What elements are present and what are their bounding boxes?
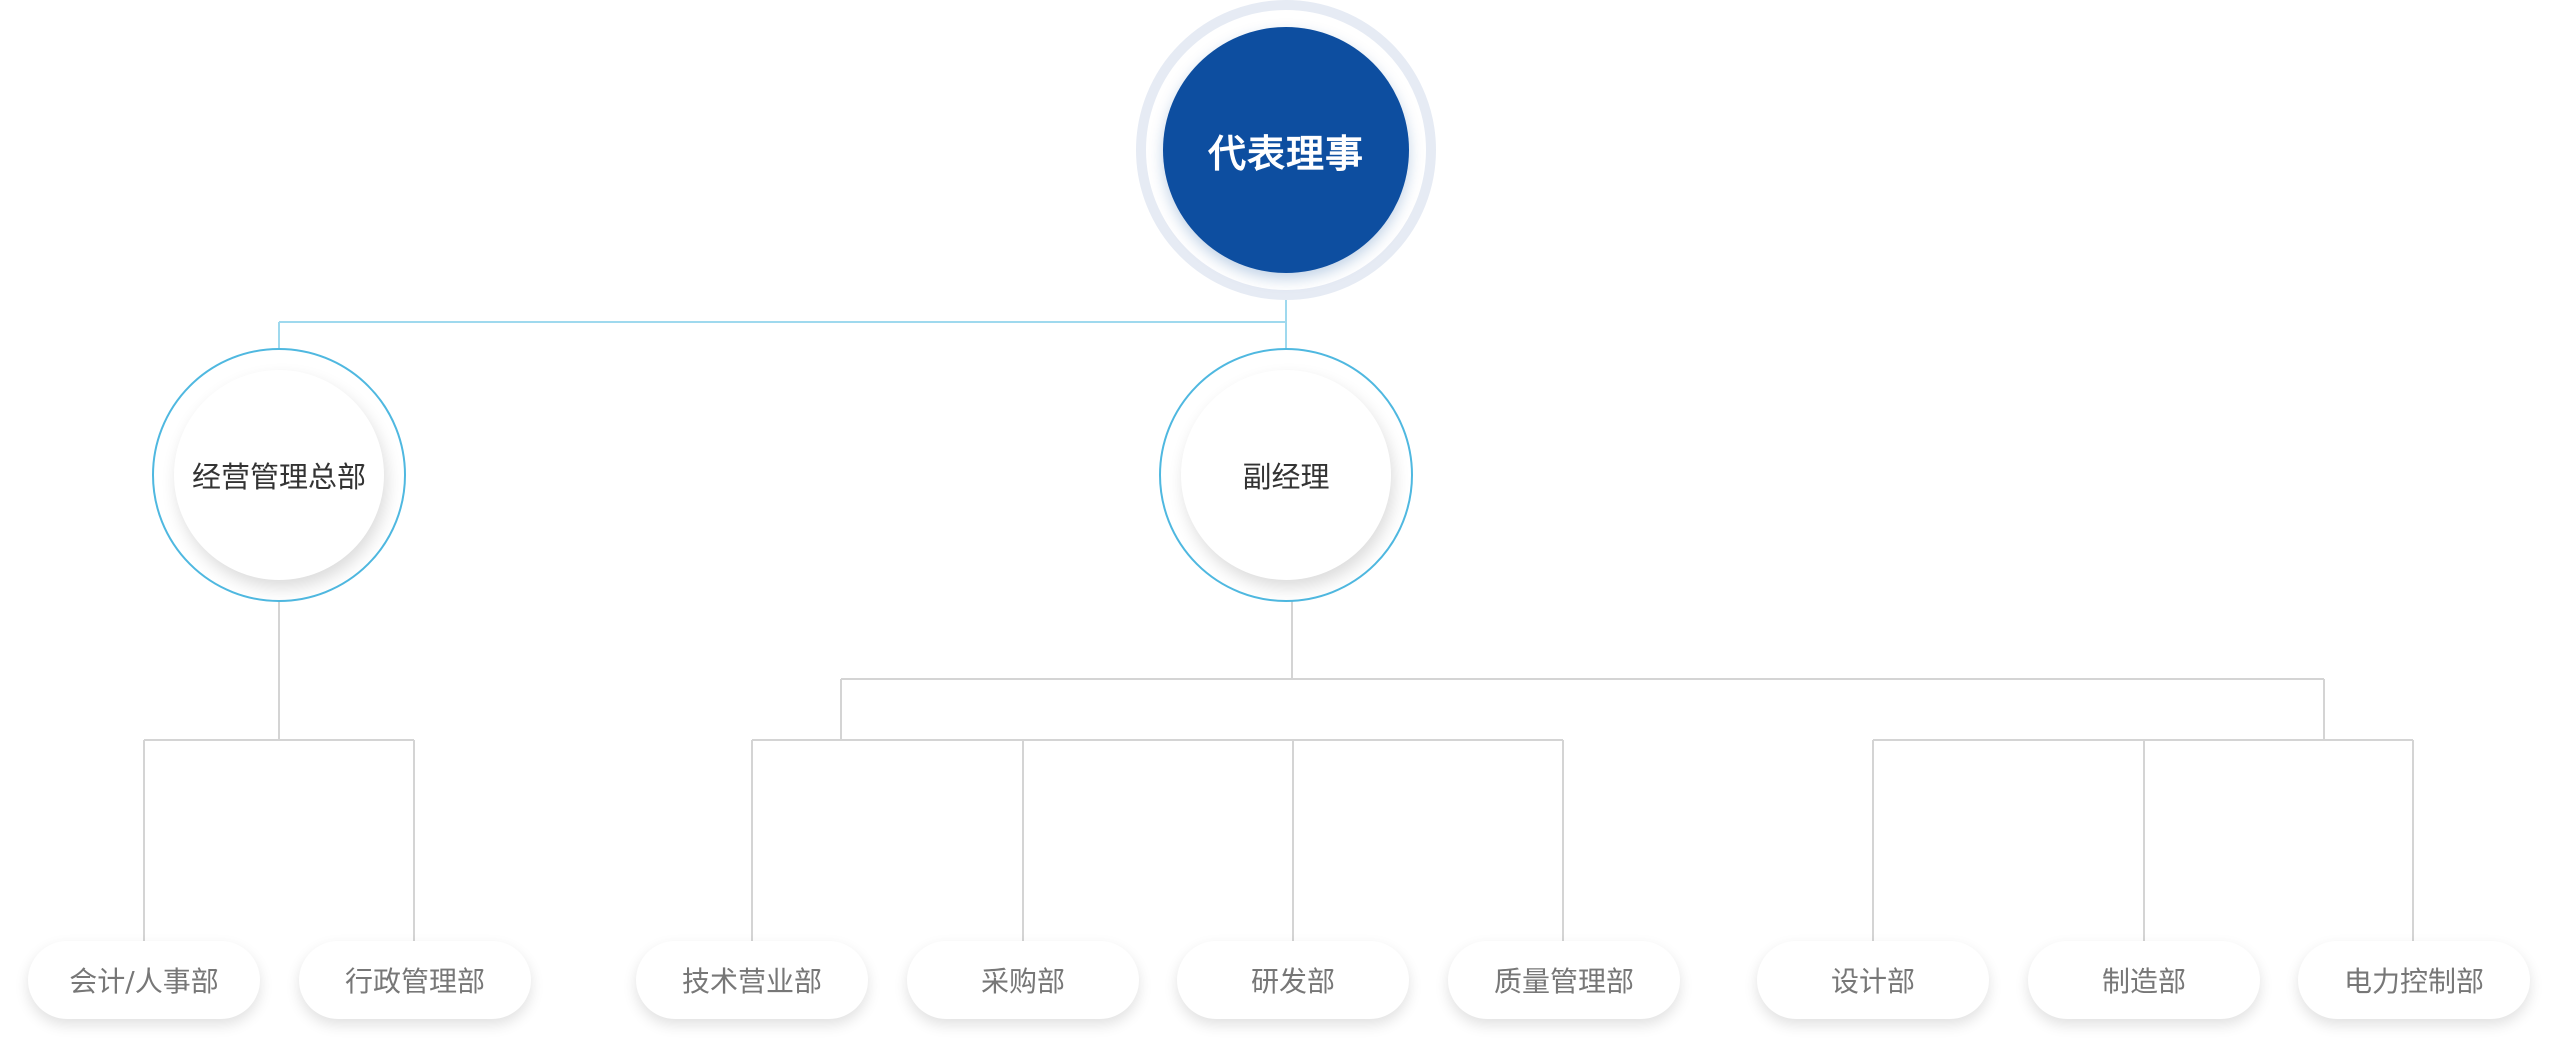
dept-admin[interactable]: 行政管理部	[299, 941, 531, 1019]
root-node[interactable]: 代表理事	[1163, 27, 1409, 273]
vice-node[interactable]: 副经理	[1181, 370, 1391, 580]
hq-node[interactable]: 经营管理总部	[174, 370, 384, 580]
dept-quality[interactable]: 质量管理部	[1448, 941, 1680, 1019]
dept-design[interactable]: 设计部	[1757, 941, 1989, 1019]
dept-power-control[interactable]: 电力控制部	[2298, 941, 2530, 1019]
dept-accounting-hr[interactable]: 会计/人事部	[28, 941, 260, 1019]
dept-tech-sales[interactable]: 技术营业部	[636, 941, 868, 1019]
dept-rnd[interactable]: 研发部	[1177, 941, 1409, 1019]
dept-purchasing[interactable]: 采购部	[907, 941, 1139, 1019]
dept-manufacturing[interactable]: 制造部	[2028, 941, 2260, 1019]
